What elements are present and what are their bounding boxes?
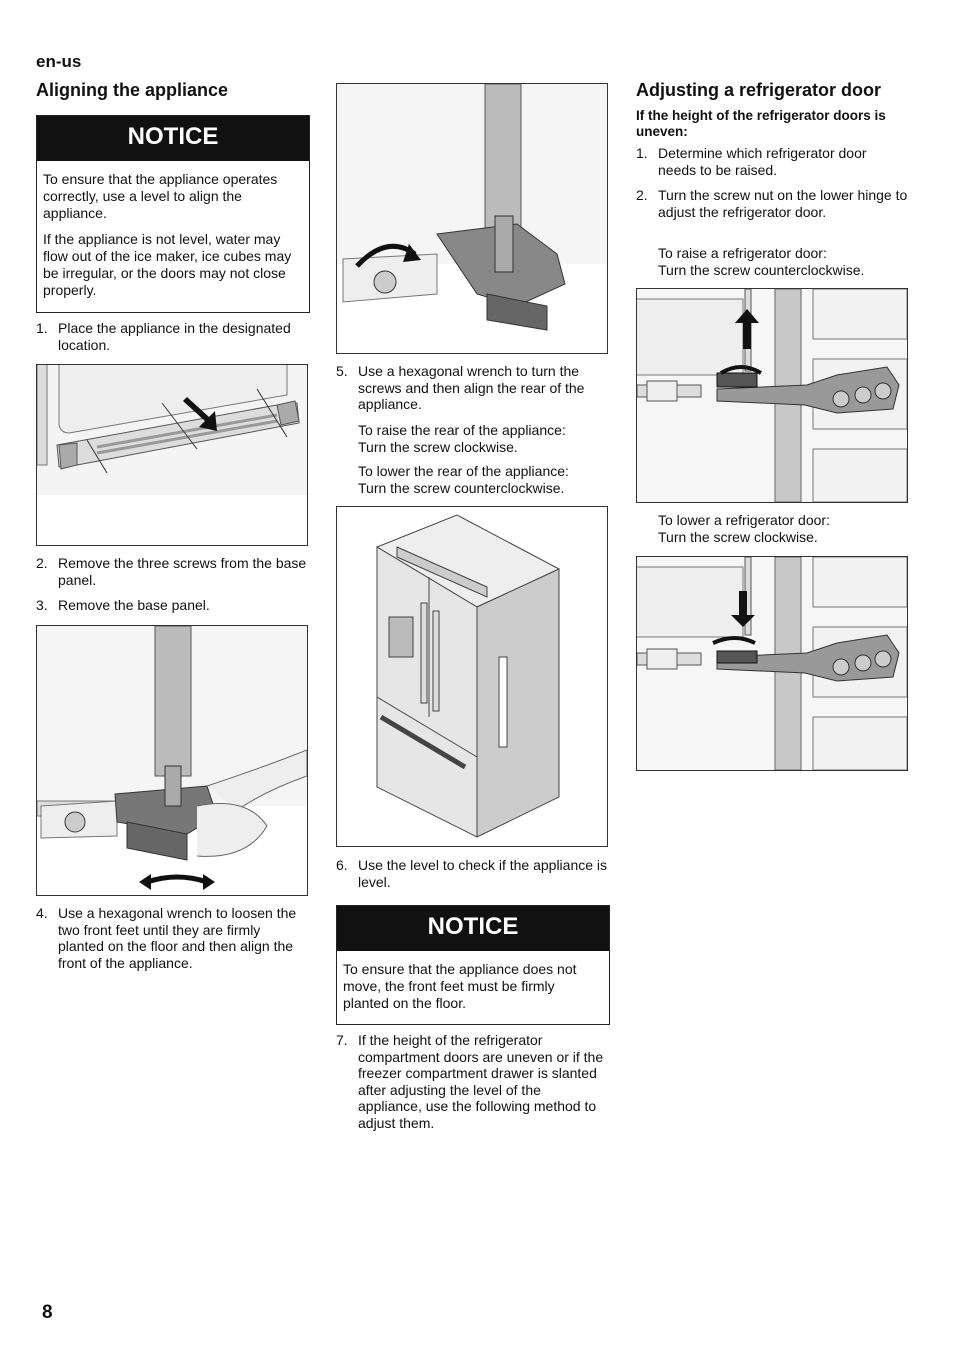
instruction-line: Turn the screw clockwise. xyxy=(358,438,518,455)
step-3-left: 3. Remove the base panel. xyxy=(36,597,308,614)
figure-refrigerator-level xyxy=(336,506,608,847)
step-text: Use the level to check if the appliance … xyxy=(358,857,608,890)
notice-box-front-feet: NOTICE To ensure that the appliance does… xyxy=(336,905,610,1025)
notice-paragraph: To ensure that the appliance does not mo… xyxy=(343,961,577,1011)
step-number: 2. xyxy=(36,555,48,571)
instruction-line: Turn the screw counterclockwise. xyxy=(658,261,865,278)
subheading-uneven-doors: If the height of the refrigerator doors … xyxy=(636,108,886,139)
step-number: 5. xyxy=(336,363,348,379)
step-text: Place the appliance in the designated lo… xyxy=(58,320,291,353)
notice-paragraph: To ensure that the appliance operates co… xyxy=(43,171,278,221)
section-heading-aligning: Aligning the appliance xyxy=(36,80,229,100)
step-text: Turn the screw nut on the lower hinge to… xyxy=(658,187,908,220)
step-6-middle: 6. Use the level to check if the applian… xyxy=(336,857,608,890)
figure-hinge-lower xyxy=(636,556,908,771)
step-1-right: 1. Determine which refrigerator door nee… xyxy=(636,145,908,178)
lower-rear-instruction: To lower the rear of the appliance: Turn… xyxy=(358,463,608,496)
figure-base-panel-screws xyxy=(36,364,308,546)
step-number: 1. xyxy=(36,320,48,336)
step-text: Use a hexagonal wrench to turn the screw… xyxy=(358,363,585,413)
instruction-line: To raise a refrigerator door: xyxy=(658,245,827,261)
step-7-middle: 7. If the height of the refrigerator com… xyxy=(336,1032,608,1132)
lower-door-instruction: To lower a refrigerator door: Turn the s… xyxy=(658,512,908,545)
figure-hinge-raise xyxy=(636,288,908,503)
step-number: 7. xyxy=(336,1032,348,1048)
instruction-line: To lower a refrigerator door: xyxy=(658,512,830,528)
raise-door-instruction: To raise a refrigerator door: Turn the s… xyxy=(658,245,908,278)
figure-front-feet-wrench xyxy=(36,625,308,896)
step-number: 3. xyxy=(36,597,48,613)
notice-paragraph: If the appliance is not level, water may… xyxy=(43,231,292,298)
step-number: 6. xyxy=(336,857,348,873)
section-heading-adjusting-door: Adjusting a refrigerator door xyxy=(636,80,882,100)
raise-rear-instruction: To raise the rear of the appliance: Turn… xyxy=(358,422,608,455)
instruction-line: To raise the rear of the appliance: xyxy=(358,422,566,438)
step-text: Determine which refrigerator door needs … xyxy=(658,145,867,178)
step-1-left: 1. Place the appliance in the designated… xyxy=(36,320,308,353)
step-text: Use a hexagonal wrench to loosen the two… xyxy=(58,905,297,971)
step-number: 2. xyxy=(636,187,648,203)
page-number: 8 xyxy=(42,1302,53,1323)
instruction-line: Turn the screw counterclockwise. xyxy=(358,479,565,496)
step-text: If the height of the refrigerator compar… xyxy=(358,1032,604,1131)
step-2-left: 2. Remove the three screws from the base… xyxy=(36,555,308,588)
notice-title: NOTICE xyxy=(337,906,609,951)
notice-box-level: NOTICE To ensure that the appliance oper… xyxy=(36,115,310,313)
step-number: 1. xyxy=(636,145,648,161)
notice-title: NOTICE xyxy=(37,116,309,161)
step-number: 4. xyxy=(36,905,48,921)
language-code: en-us xyxy=(36,52,82,71)
step-text: Remove the base panel. xyxy=(58,597,210,613)
step-text: Remove the three screws from the base pa… xyxy=(58,555,307,588)
step-4-left: 4. Use a hexagonal wrench to loosen the … xyxy=(36,905,308,971)
instruction-line: To lower the rear of the appliance: xyxy=(358,463,569,479)
step-2-right: 2. Turn the screw nut on the lower hinge… xyxy=(636,187,908,220)
figure-rear-feet-wrench xyxy=(336,83,608,354)
instruction-line: Turn the screw clockwise. xyxy=(658,528,818,545)
step-5-middle: 5. Use a hexagonal wrench to turn the sc… xyxy=(336,363,608,413)
